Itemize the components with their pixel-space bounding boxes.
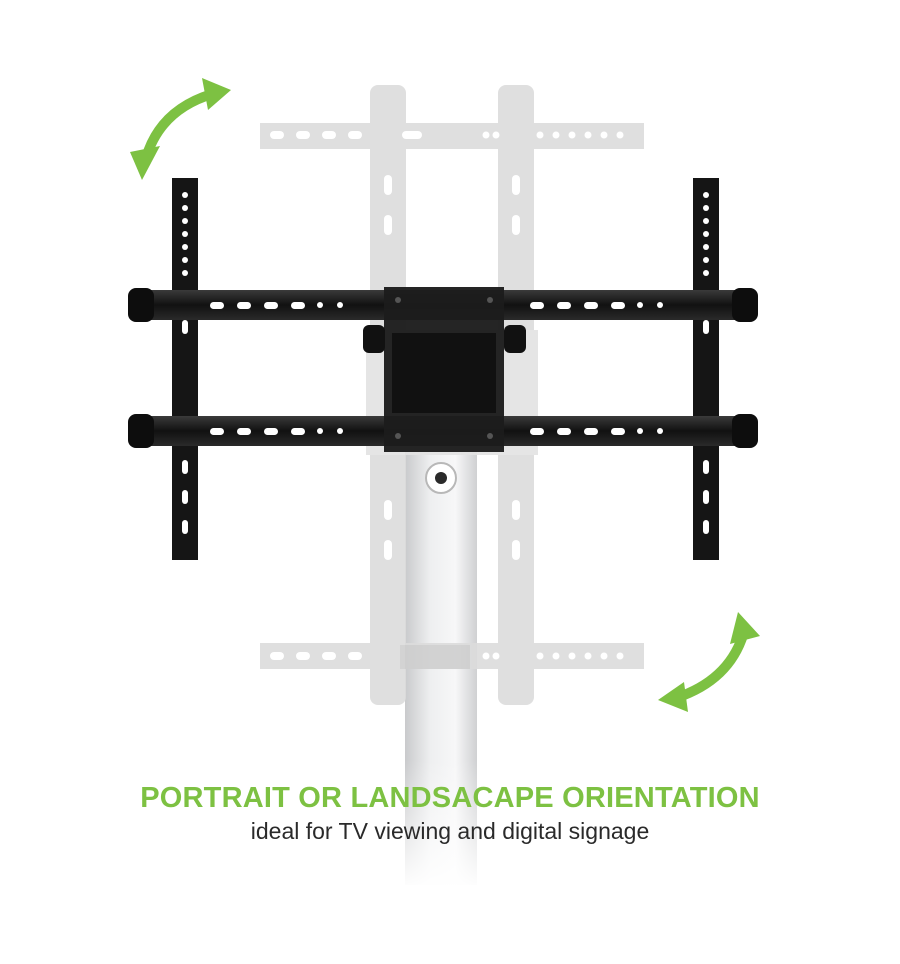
- landscape-bracket: [128, 178, 758, 560]
- rotate-curved-arrow-icon: [130, 78, 231, 180]
- caption-subline: ideal for TV viewing and digital signage: [250, 818, 650, 844]
- rotate-curved-arrow-icon: [658, 612, 760, 712]
- caption-headline: PORTRAIT OR LANDSACAPE ORIENTATION: [140, 782, 760, 814]
